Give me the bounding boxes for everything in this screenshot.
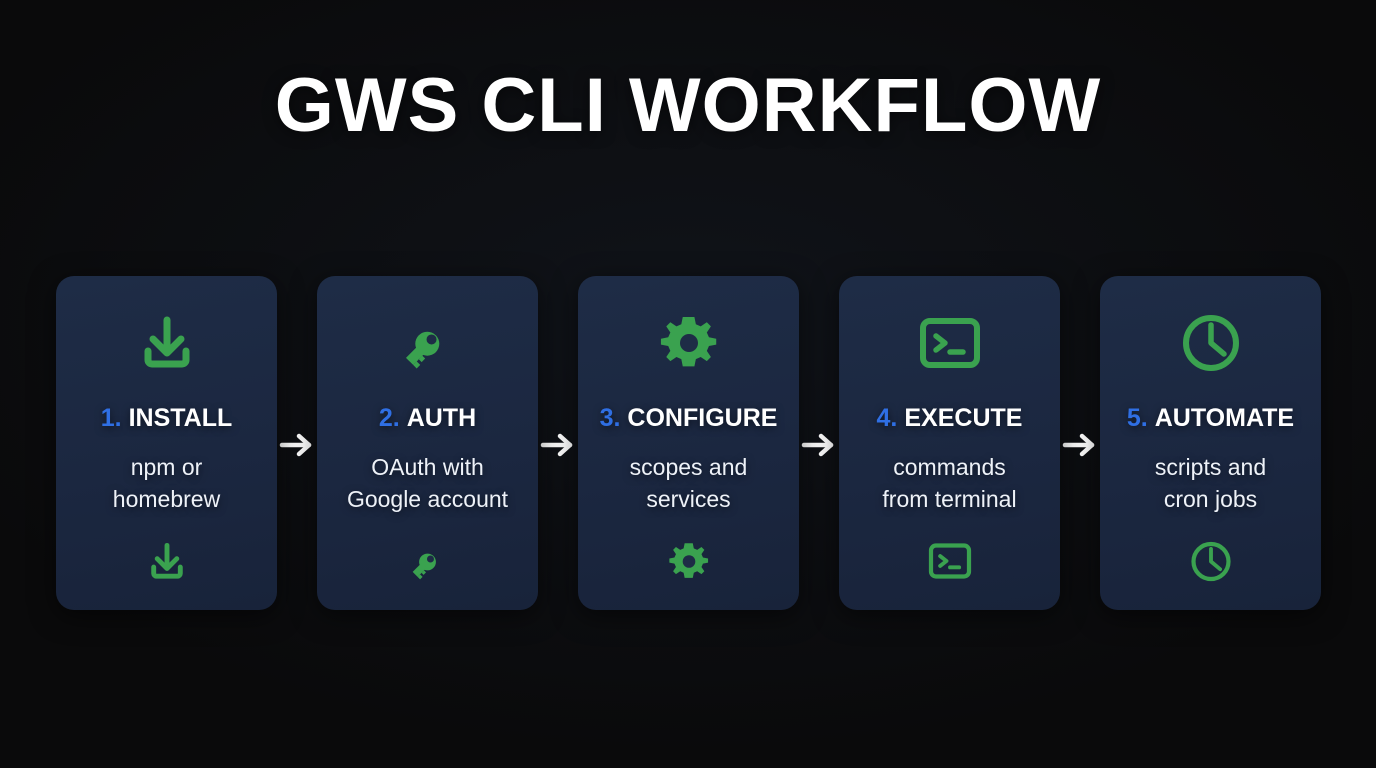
arrow-right-icon (277, 425, 317, 465)
arrow-right-icon (538, 425, 578, 465)
step-description-line: homebrew (112, 486, 221, 512)
gear-icon (659, 314, 719, 372)
step-description-line: Google account (346, 486, 509, 512)
step-card-automate[interactable]: 5.AUTOMATE scripts and cron jobs (1100, 276, 1321, 610)
step-description: commands from terminal (835, 451, 1065, 515)
step-description-line: scopes and (629, 454, 748, 480)
step-description: scopes and services (574, 451, 804, 515)
step-card-auth[interactable]: 2.AUTH OAuth with Google account (317, 276, 538, 610)
terminal-icon-small (839, 540, 1060, 582)
key-icon-small (317, 540, 538, 582)
download-icon (137, 314, 197, 372)
step-number: 3. (599, 404, 621, 432)
step-heading: 5.AUTOMATE (1127, 406, 1294, 431)
step-label: INSTALL (128, 404, 233, 432)
step-number: 2. (378, 404, 400, 432)
step-label: AUTH (406, 404, 477, 432)
step-label: EXECUTE (904, 404, 1023, 432)
step-description-line: npm or (130, 454, 203, 480)
key-icon (398, 314, 458, 372)
step-number: 5. (1126, 404, 1148, 432)
terminal-icon (919, 314, 981, 372)
step-description: scripts and cron jobs (1096, 451, 1326, 515)
step-description-line: OAuth with (371, 454, 484, 480)
step-description: npm or homebrew (52, 451, 282, 515)
step-label: AUTOMATE (1154, 404, 1295, 432)
step-heading: 4.EXECUTE (877, 406, 1023, 431)
step-heading: 3.CONFIGURE (600, 406, 778, 431)
step-description-line: cron jobs (1163, 486, 1258, 512)
step-card-execute[interactable]: 4.EXECUTE commands from terminal (839, 276, 1060, 610)
download-icon-small (56, 540, 277, 582)
step-label: CONFIGURE (627, 404, 778, 432)
step-number: 4. (876, 404, 898, 432)
workflow-steps-row: 1.INSTALL npm or homebrew (56, 276, 1321, 610)
step-description-line: commands (893, 454, 1006, 480)
page-title: GWS CLI WORKFLOW (274, 63, 1102, 148)
step-description-line: scripts and (1154, 454, 1267, 480)
arrow-right-icon (799, 425, 839, 465)
step-description-line: from terminal (882, 486, 1017, 512)
gear-icon-small (578, 540, 799, 582)
step-heading: 1.INSTALL (101, 406, 233, 431)
step-description-line: services (646, 486, 731, 512)
clock-icon-small (1100, 540, 1321, 582)
step-card-install[interactable]: 1.INSTALL npm or homebrew (56, 276, 277, 610)
arrow-right-icon (1060, 425, 1100, 465)
step-description: OAuth with Google account (313, 451, 543, 515)
clock-icon (1181, 314, 1241, 372)
step-number: 1. (100, 404, 122, 432)
step-card-configure[interactable]: 3.CONFIGURE scopes and services (578, 276, 799, 610)
step-heading: 2.AUTH (379, 406, 476, 431)
